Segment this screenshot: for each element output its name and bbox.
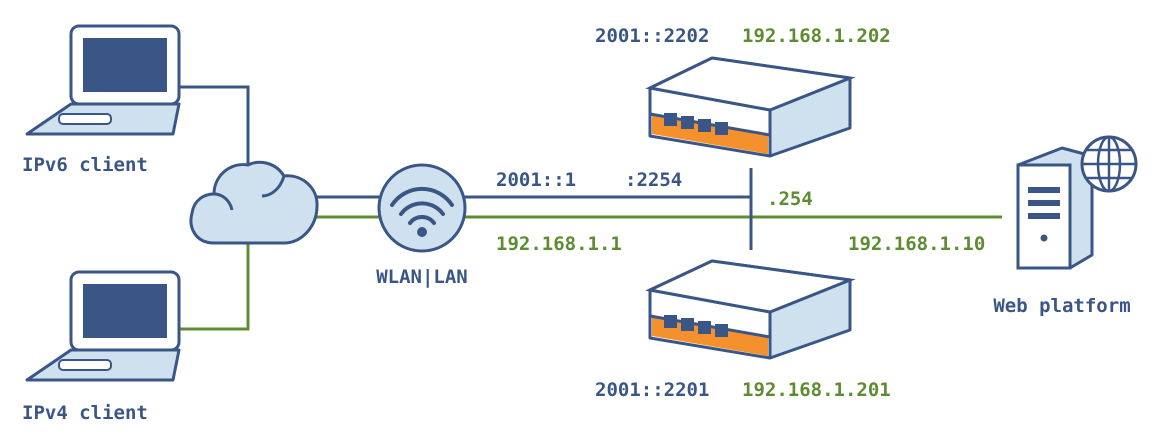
ipv6-client-label: IPv6 client	[22, 154, 148, 176]
wlan-lan-label: WLAN|LAN	[376, 266, 468, 288]
link-ipv6-client-cloud	[172, 85, 250, 165]
router-bottom-ipv6: 2001::2201	[595, 379, 709, 401]
cloud-icon	[189, 160, 319, 245]
router-bottom: 2001::2201 192.168.1.201	[595, 259, 891, 401]
laptop-icon	[25, 270, 181, 382]
ipv6-client	[25, 24, 181, 136]
laptop-icon	[25, 24, 181, 136]
gateway-ipv4-label: 192.168.1.1	[496, 233, 622, 255]
router-top-ipv6: 2001::2202	[595, 25, 709, 47]
gateway-ipv6-label: 2001::1	[496, 169, 576, 191]
wifi-icon	[377, 163, 467, 253]
web-platform: Web platform	[993, 135, 1138, 317]
web-platform-label: Web platform	[993, 295, 1130, 317]
router-top: 2001::2202 192.168.1.202	[595, 25, 891, 158]
router-icon	[645, 56, 856, 158]
ipv4-client-label: IPv4 client	[22, 402, 148, 424]
platform-ipv4-label: 192.168.1.10	[848, 233, 985, 255]
router-bottom-ipv4: 192.168.1.201	[742, 379, 891, 401]
switch-ipv4-label: .254	[767, 188, 813, 210]
router-top-ipv4: 192.168.1.202	[742, 25, 891, 47]
wlan-lan-node: WLAN|LAN	[376, 163, 468, 288]
ipv4-client	[25, 270, 181, 382]
router-icon	[645, 259, 856, 360]
switch-ipv6-label: :2254	[625, 169, 682, 191]
link-ipv4-client-cloud	[172, 240, 250, 331]
server-globe-icon	[1016, 135, 1138, 270]
globe-icon	[1080, 135, 1138, 193]
connections	[172, 85, 1002, 331]
